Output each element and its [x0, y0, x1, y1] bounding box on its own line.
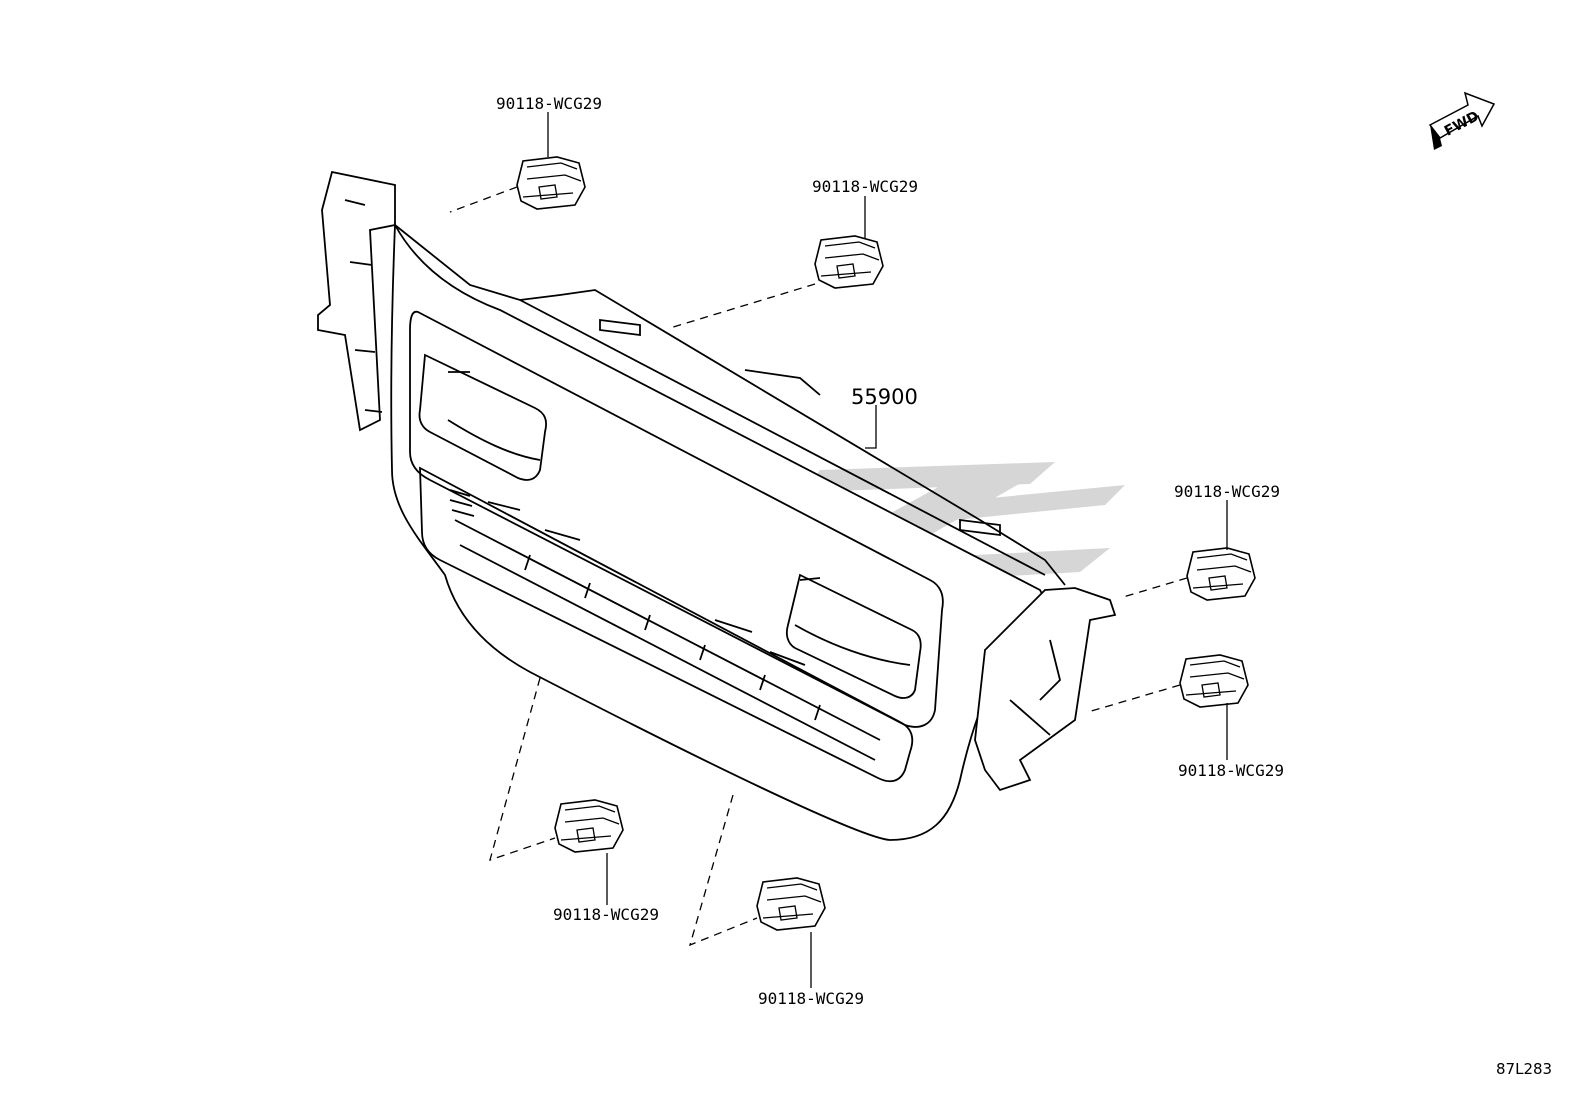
callout-clip-right-upper: 90118-WCG29 [1174, 482, 1280, 501]
clip-icon [814, 235, 884, 289]
panel-assembly-drawing [317, 170, 1117, 841]
callout-clip-bottom-left: 90118-WCG29 [553, 905, 659, 924]
clip-icon [756, 877, 826, 931]
clip-icon [516, 156, 586, 210]
clip-icon [554, 799, 624, 853]
callout-main-part: 55900 [851, 385, 918, 409]
clip-icon [1179, 654, 1249, 708]
figure-reference: 87L283 [1496, 1060, 1553, 1078]
callout-clip-top-center: 90118-WCG29 [812, 177, 918, 196]
leader-lines [547, 112, 1228, 988]
callout-clip-bottom-center: 90118-WCG29 [758, 989, 864, 1008]
clip-icon [1186, 547, 1256, 601]
callout-clip-right-lower: 90118-WCG29 [1178, 761, 1284, 780]
callout-clip-top-left: 90118-WCG29 [496, 94, 602, 113]
fwd-arrow-icon: FWD [1428, 91, 1496, 150]
assembly-lines [449, 186, 1188, 947]
